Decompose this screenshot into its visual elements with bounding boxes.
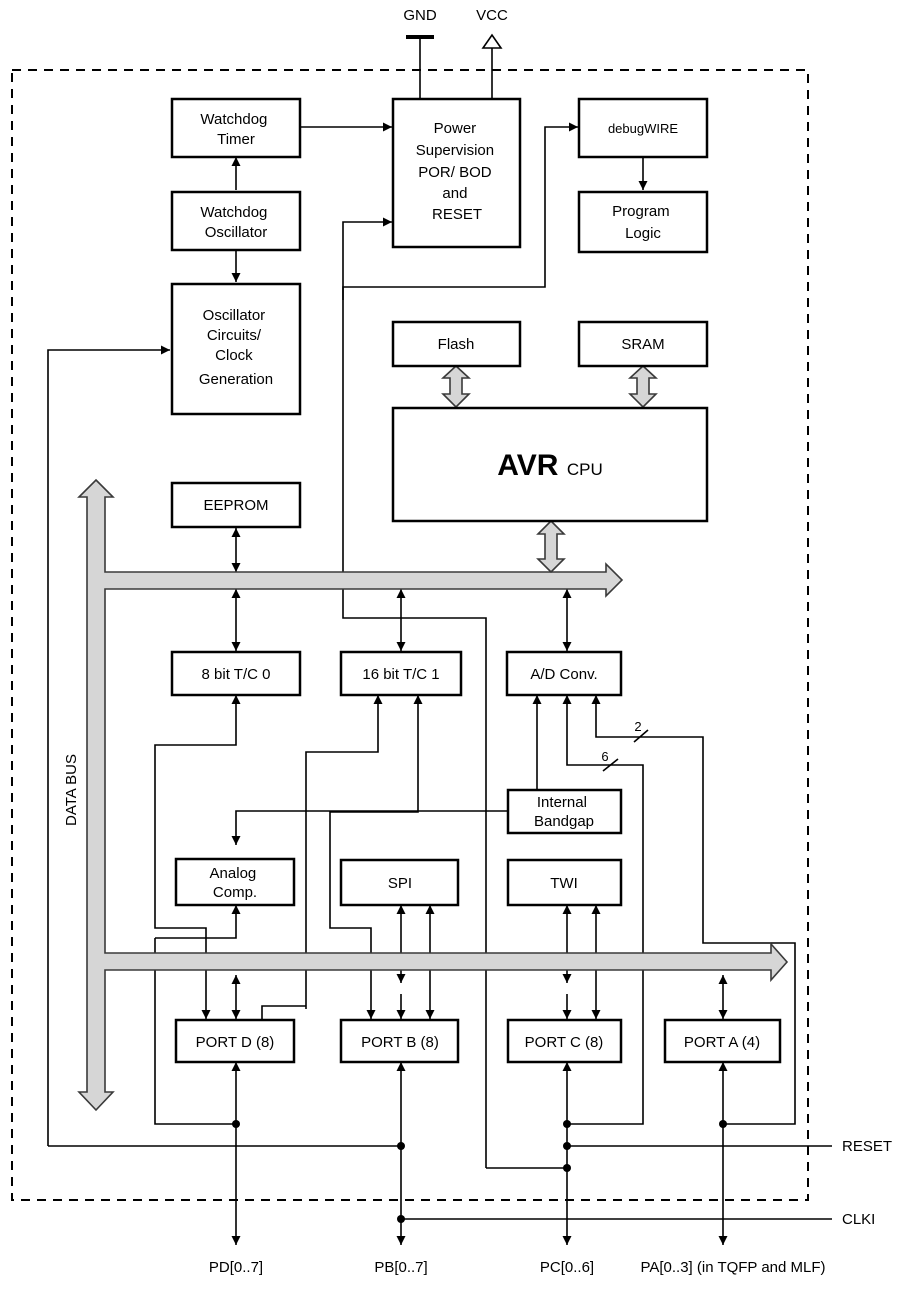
eeprom-block [170, 481, 302, 529]
cpu-sub-label: CPU [567, 460, 603, 479]
oscillator-label-2: Circuits/ [207, 327, 262, 344]
analog-comp-label-2: Comp. [213, 884, 257, 901]
port-c-label: PORT C (8) [525, 1034, 604, 1051]
data-bus [77, 364, 789, 1112]
vcc-label: VCC [476, 7, 508, 24]
svg-text:Analog Comp.: Analog Comp. [210, 865, 261, 901]
spi-label: SPI [388, 875, 412, 892]
sram-cpu-link [627, 364, 659, 409]
watchdog-timer-label-1: Watchdog [200, 111, 267, 128]
svg-text:Power Supervision: Power Supervision POR/ BOD and RESET [416, 120, 499, 223]
port-b-block [339, 1018, 460, 1064]
pa-pins-label: PA[0..3] (in TQFP and MLF) [640, 1259, 825, 1276]
data-bus-label: DATA BUS [63, 754, 80, 826]
port-d-block [174, 1018, 296, 1064]
power-label-5: RESET [432, 206, 482, 223]
bandgap-block [506, 788, 623, 835]
twi-label: TWI [550, 875, 578, 892]
svg-text:Watchdog Oscillator: Watchdog Oscillator [200, 204, 271, 241]
bandgap-label-2: Bandgap [534, 813, 594, 830]
program-logic-block [577, 190, 709, 254]
flash-label: Flash [438, 336, 475, 353]
tc0-label: 8 bit T/C 0 [202, 666, 271, 683]
port-c-block [506, 1018, 623, 1064]
gnd-symbol: GND [403, 7, 437, 98]
svg-text:Oscillator Circuits/: Oscillator Circuits/ Clock Generation [199, 307, 273, 388]
svg-text:AVR CPU: AVR CPU [497, 449, 602, 482]
pd-pins-label: PD[0..7] [209, 1259, 263, 1276]
tc0-block [170, 650, 302, 697]
tc1-block [339, 650, 463, 697]
flash-cpu-link [440, 364, 472, 409]
cpu-block [391, 406, 709, 523]
spi-block [339, 858, 460, 907]
port-d-label: PORT D (8) [196, 1034, 275, 1051]
debugwire-block [577, 97, 709, 159]
power-supervision-block [391, 97, 522, 249]
oscillator-label-1: Oscillator [203, 307, 266, 324]
watchdog-oscillator-label-1: Watchdog [200, 204, 267, 221]
junction-dots [232, 1120, 727, 1223]
cpu-avr-label: AVR [497, 449, 558, 482]
power-label-1: Power [434, 120, 477, 137]
debugwire-label: debugWIRE [608, 121, 678, 136]
svg-text:Internal Bandgap: Internal Bandgap [534, 794, 594, 830]
svg-text:Program Logic: Program Logic [612, 203, 674, 242]
oscillator-label-3: Clock [215, 347, 253, 364]
block-labels: Watchdog Timer Watchdog Oscillator Oscil… [196, 111, 760, 1051]
port-b-label: PORT B (8) [361, 1034, 439, 1051]
port-a-block [663, 1018, 782, 1064]
sram-block [577, 320, 709, 368]
eeprom-label: EEPROM [203, 497, 268, 514]
vcc-symbol: VCC [476, 7, 508, 98]
pc-pins-label: PC[0..6] [540, 1259, 594, 1276]
gnd-label: GND [403, 7, 437, 24]
flash-block [391, 320, 522, 368]
bus-width-2-label: 2 [634, 719, 641, 734]
sram-label: SRAM [621, 336, 664, 353]
tc1-label: 16 bit T/C 1 [362, 666, 439, 683]
bandgap-label-1: Internal [537, 794, 587, 811]
port-a-label: PORT A (4) [684, 1034, 760, 1051]
program-logic-label-1: Program [612, 203, 670, 220]
data-bus-vertical [77, 478, 789, 1112]
clki-label: CLKI [842, 1211, 875, 1228]
adc-label: A/D Conv. [530, 666, 597, 683]
svg-text:Watchdog Timer: Watchdog Timer [200, 111, 271, 148]
blocks [170, 97, 782, 1064]
reset-label: RESET [842, 1138, 892, 1155]
power-label-4: and [442, 185, 467, 202]
analog-comp-label-1: Analog [210, 865, 257, 882]
oscillator-label-4: Generation [199, 371, 273, 388]
watchdog-timer-label-2: Timer [217, 131, 255, 148]
watchdog-oscillator-label-2: Oscillator [205, 224, 268, 241]
cpu-bus-link [536, 519, 566, 574]
chip-boundary [11, 69, 809, 1201]
watchdog-oscillator-block [170, 190, 302, 252]
bus-width-6-label: 6 [601, 749, 608, 764]
program-logic-label-2: Logic [625, 225, 661, 242]
power-label-2: Supervision [416, 142, 494, 159]
pb-pins-label: PB[0..7] [374, 1259, 427, 1276]
power-label-3: POR/ BOD [418, 164, 492, 181]
adc-block [505, 650, 623, 697]
wires [47, 122, 832, 1245]
oscillator-block [170, 282, 302, 416]
analog-comp-block [174, 857, 296, 907]
twi-block [506, 858, 623, 907]
watchdog-timer-block [170, 97, 302, 159]
